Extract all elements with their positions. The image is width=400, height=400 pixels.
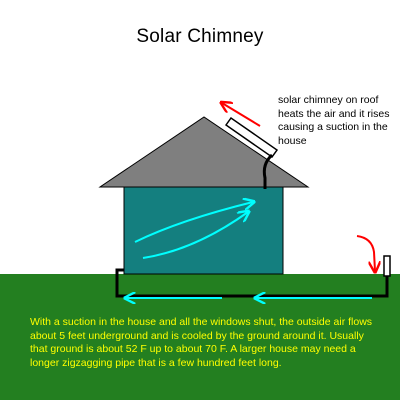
house-wall [123, 186, 284, 275]
diagram-title: Solar Chimney [136, 26, 264, 47]
chimney-duct [262, 153, 274, 189]
indoor-air-arrow-lower [142, 212, 248, 259]
warm-air-exit-arrow [222, 103, 261, 127]
solar-chimney-callout: solar chimney on roof heats the air and … [278, 94, 390, 147]
underground-pipe [115, 268, 389, 298]
roof [98, 116, 310, 188]
solar-chimney-panel [224, 116, 279, 159]
indoor-air-arrow-upper [134, 202, 253, 243]
intake-vent [383, 255, 391, 277]
intake-air-arrow [356, 235, 375, 271]
ground-cooling-description: With a suction in the house and all the … [30, 316, 373, 369]
